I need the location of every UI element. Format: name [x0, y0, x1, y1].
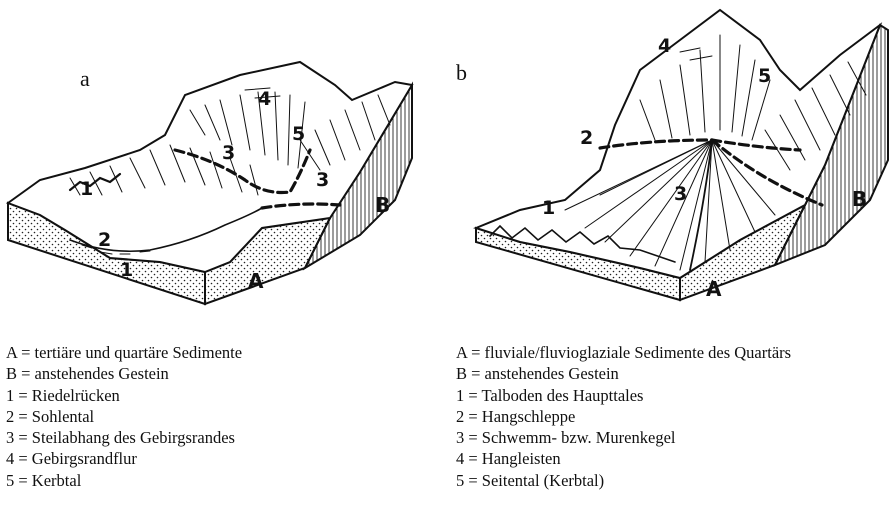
legend-a: A = tertiäre und quartäre Sedimente B = …	[6, 342, 242, 491]
label-a-B: B	[375, 193, 390, 217]
panel-letter-a: a	[80, 66, 90, 92]
label-b-4: 4	[658, 35, 671, 57]
legend-b-item: 5 = Seitental (Kerbtal)	[456, 470, 791, 491]
legend-a-item: 2 = Sohlental	[6, 406, 242, 427]
block-diagram-a	[8, 62, 412, 304]
label-b-A: A	[706, 277, 722, 301]
legend-a-item: 1 = Riedelrücken	[6, 385, 242, 406]
legend-a-item: 3 = Steilabhang des Gebirgsrandes	[6, 427, 242, 448]
legend-b-item: 1 = Talboden des Haupttales	[456, 385, 791, 406]
panel-letter-b: b	[456, 60, 467, 86]
label-b-2: 2	[580, 127, 593, 149]
legend-b-item: A = fluviale/fluvioglaziale Sedimente de…	[456, 342, 791, 363]
legend-b-item: 4 = Hangleisten	[456, 448, 791, 469]
legend-a-item: 4 = Gebirgsrandflur	[6, 448, 242, 469]
label-a-5: 5	[292, 123, 305, 145]
legend-a-item: A = tertiäre und quartäre Sedimente	[6, 342, 242, 363]
label-b-5: 5	[758, 65, 771, 87]
label-a-4: 4	[258, 88, 271, 110]
label-a-A: A	[248, 269, 264, 293]
legend-b-item: B = anstehendes Gestein	[456, 363, 791, 384]
label-a-2: 2	[98, 229, 111, 251]
block-diagram-b	[476, 10, 888, 300]
label-a-3-left: 3	[222, 142, 235, 164]
label-b-3: 3	[674, 183, 687, 205]
label-b-1: 1	[542, 197, 555, 219]
label-b-B: B	[852, 187, 867, 211]
legend-b-item: 2 = Hangschleppe	[456, 406, 791, 427]
legend-a-item: B = anstehendes Gestein	[6, 363, 242, 384]
legend-a-item: 5 = Kerbtal	[6, 470, 242, 491]
legend-b: A = fluviale/fluvioglaziale Sedimente de…	[456, 342, 791, 491]
label-a-1-floor: 1	[120, 259, 133, 281]
label-a-3-right: 3	[316, 169, 329, 191]
label-a-1-ridge: 1	[80, 178, 93, 200]
legend-b-item: 3 = Schwemm- bzw. Murenkegel	[456, 427, 791, 448]
